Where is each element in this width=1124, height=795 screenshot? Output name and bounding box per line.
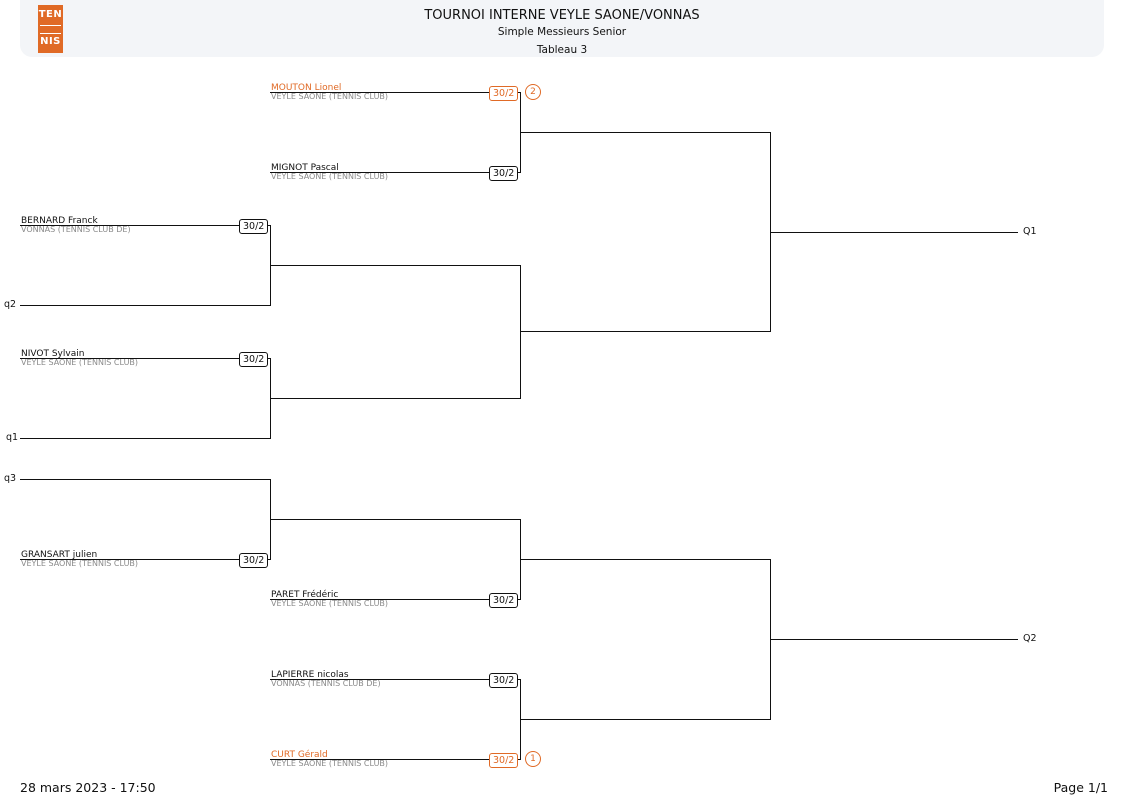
seed-number: 1 [525,751,541,767]
ranking-badge: 30/2 [239,352,269,367]
player-name: GRANSART julien [21,550,98,560]
qualifier-label-q1: q1 [6,432,19,443]
ranking-badge: 30/2 [239,219,269,234]
player-entry: PARET Frédéric VEYLE SAONE (TENNIS CLUB) [271,591,388,608]
player-club: VEYLE SAONE (TENNIS CLUB) [21,358,139,367]
player-name: PARET Frédéric [271,590,339,600]
player-name: MOUTON Lionel [271,83,342,93]
event-subtitle: Simple Messieurs Senior [497,26,627,38]
player-entry: GRANSART julien VEYLE SAONE (TENNIS CLUB… [21,551,138,568]
player-name: BERNARD Franck [21,216,98,226]
player-name: MIGNOT Pascal [271,163,339,173]
player-name: NIVOT Sylvain [21,349,85,359]
qualifier-label-q3: q3 [4,473,17,484]
seed-number: 2 [525,84,541,100]
tournament-title: TOURNOI INTERNE VEYLE SAONE/VONNAS [424,8,700,23]
player-entry: CURT Gérald VEYLE SAONE (TENNIS CLUB) [271,751,388,768]
player-club: VONNAS (TENNIS CLUB DE) [21,225,131,234]
ranking-badge: 30/2 [239,553,269,568]
player-entry: NIVOT Sylvain VEYLE SAONE (TENNIS CLUB) [21,350,138,367]
print-date: 28 mars 2023 - 17:50 [20,780,156,795]
table-label: Tableau 3 [536,44,588,56]
ranking-badge: 30/2 [489,593,519,608]
qualifier-label-q2: q2 [4,299,17,310]
player-club: VONNAS (TENNIS CLUB DE) [271,679,381,688]
player-entry: LAPIERRE nicolas VONNAS (TENNIS CLUB DE) [271,671,381,688]
tennis-logo: TEN NIS [38,5,63,53]
player-club: VEYLE SAONE (TENNIS CLUB) [271,599,389,608]
page-number: Page 1/1 [1053,780,1108,795]
page-header: TEN NIS TOURNOI INTERNE VEYLE SAONE/VONN… [20,0,1104,57]
output-label-q2: Q2 [1023,633,1037,644]
player-club: VEYLE SAONE (TENNIS CLUB) [271,172,389,181]
player-club: VEYLE SAONE (TENNIS CLUB) [271,759,389,768]
ranking-badge: 30/2 [489,753,519,768]
player-name: LAPIERRE nicolas [271,670,349,680]
player-club: VEYLE SAONE (TENNIS CLUB) [271,92,389,101]
player-club: VEYLE SAONE (TENNIS CLUB) [21,559,139,568]
ranking-badge: 30/2 [489,166,519,181]
player-entry: MOUTON Lionel VEYLE SAONE (TENNIS CLUB) [271,84,388,101]
player-name: CURT Gérald [271,750,328,760]
player-entry: BERNARD Franck VONNAS (TENNIS CLUB DE) [21,217,131,234]
ranking-badge: 30/2 [489,86,519,101]
ranking-badge: 30/2 [489,673,519,688]
output-label-q1: Q1 [1023,226,1037,237]
player-entry: MIGNOT Pascal VEYLE SAONE (TENNIS CLUB) [271,164,388,181]
